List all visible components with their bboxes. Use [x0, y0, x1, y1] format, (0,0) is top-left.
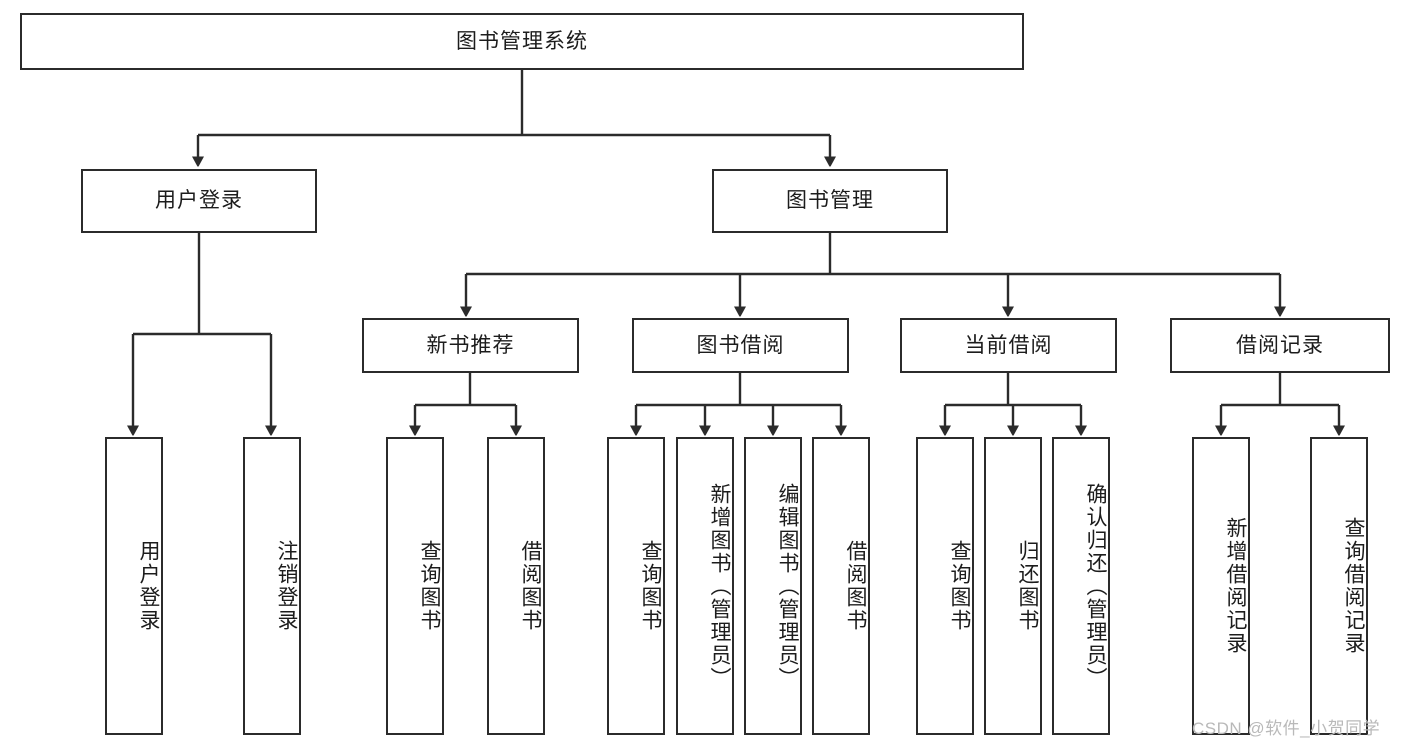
leaf-node[interactable]: 用户登录 [105, 437, 163, 735]
node-user-login[interactable]: 用户登录 [81, 169, 317, 233]
leaf-node[interactable]: 借阅图书 [487, 437, 545, 735]
leaf-node[interactable]: 编辑图书（管理员） [744, 437, 802, 735]
leaf-node[interactable]: 新增借阅记录 [1192, 437, 1250, 735]
leaf-node[interactable]: 查询图书 [607, 437, 665, 735]
node-current-borrow[interactable]: 当前借阅 [900, 318, 1117, 373]
leaf-node[interactable]: 借阅图书 [812, 437, 870, 735]
node-borrow-records[interactable]: 借阅记录 [1170, 318, 1390, 373]
leaf-node[interactable]: 归还图书 [984, 437, 1042, 735]
leaf-node[interactable]: 查询图书 [916, 437, 974, 735]
leaf-node[interactable]: 确认归还（管理员） [1052, 437, 1110, 735]
node-root[interactable]: 图书管理系统 [20, 13, 1024, 70]
leaf-node[interactable]: 注销登录 [243, 437, 301, 735]
leaf-node[interactable]: 新增图书（管理员） [676, 437, 734, 735]
node-book-management[interactable]: 图书管理 [712, 169, 948, 233]
leaf-node[interactable]: 查询图书 [386, 437, 444, 735]
leaf-node[interactable]: 查询借阅记录 [1310, 437, 1368, 735]
watermark-csdn: CSDN @软件_小贺同学 [1192, 719, 1381, 738]
node-book-borrow[interactable]: 图书借阅 [632, 318, 849, 373]
node-new-book-recommend[interactable]: 新书推荐 [362, 318, 579, 373]
